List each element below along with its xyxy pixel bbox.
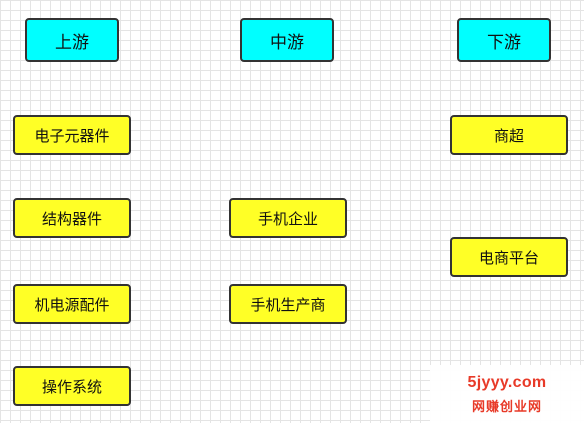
- node-phone-manufacturers: 手机生产商: [229, 284, 347, 324]
- node-power-accessories: 机电源配件: [13, 284, 131, 324]
- node-structural-parts: 结构器件: [13, 198, 131, 238]
- watermark-site-name: 网赚创业网: [471, 399, 542, 415]
- node-supermarkets: 商超: [450, 115, 568, 155]
- watermark-url: 5jyyy.com: [467, 373, 547, 391]
- header-midstream: 中游: [240, 18, 334, 62]
- header-upstream: 上游: [25, 18, 119, 62]
- node-electronic-components: 电子元器件: [13, 115, 131, 155]
- node-phone-enterprises: 手机企业: [229, 198, 347, 238]
- node-ecommerce-platform: 电商平台: [450, 237, 568, 277]
- watermark: 5jyyy.com 网赚创业网: [430, 365, 584, 423]
- header-downstream: 下游: [457, 18, 551, 62]
- node-operating-system: 操作系统: [13, 366, 131, 406]
